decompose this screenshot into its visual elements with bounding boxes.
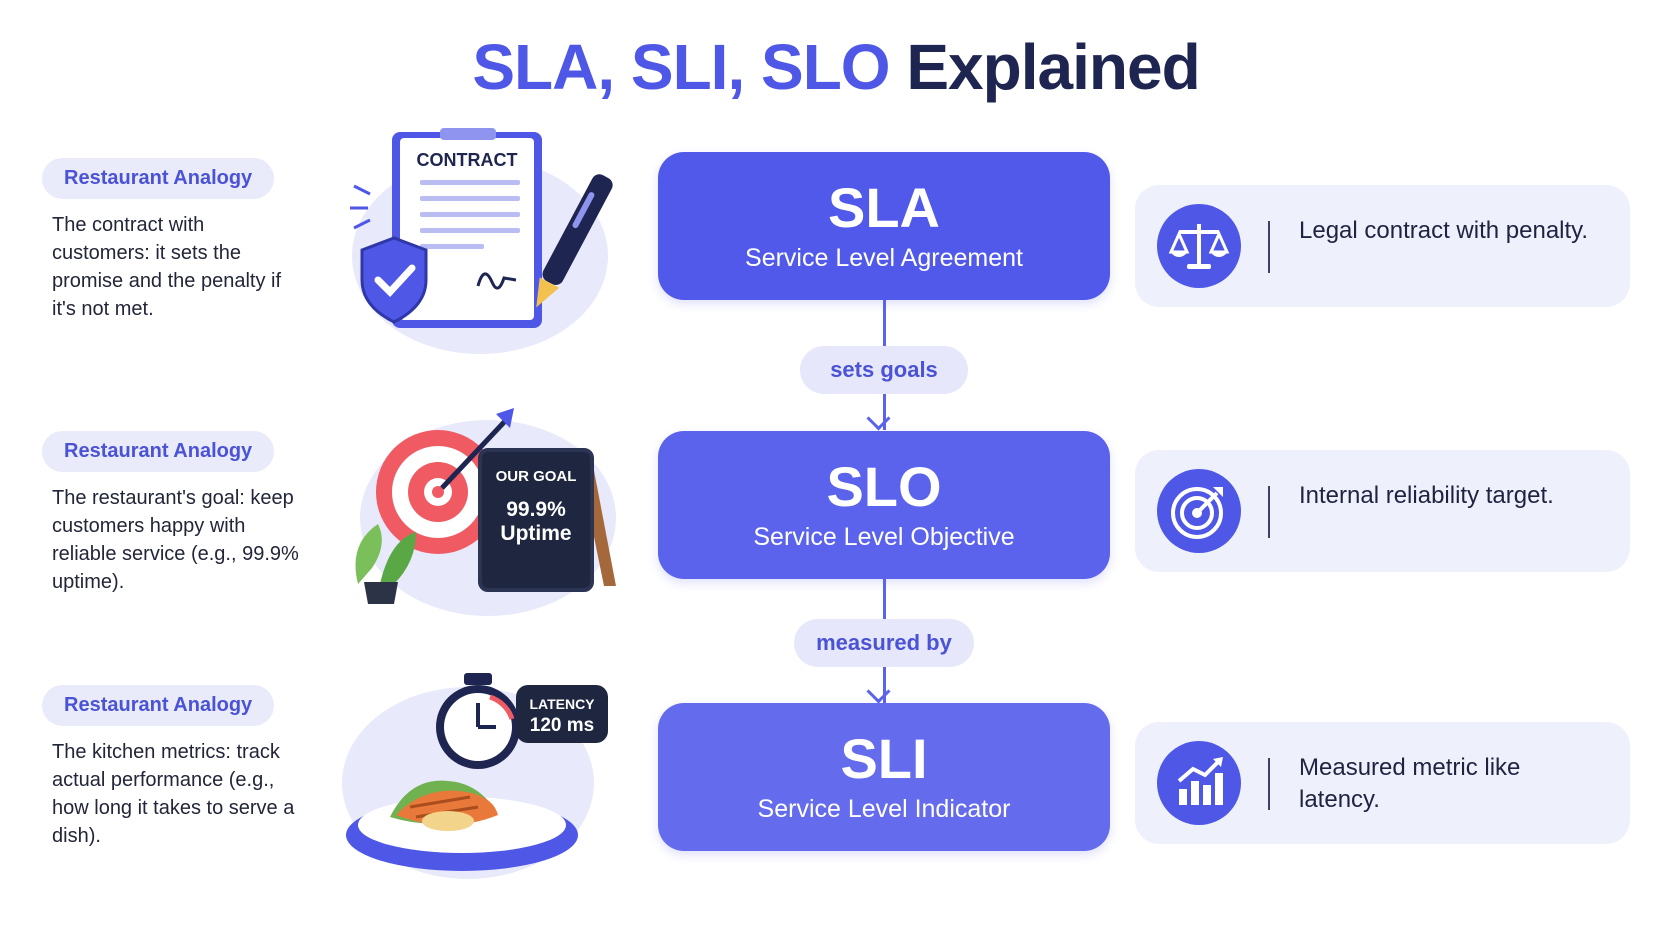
sla-description: Legal contract with penalty. — [1299, 217, 1589, 244]
latency-label: LATENCY — [529, 696, 595, 712]
arrow-down-icon — [866, 679, 891, 704]
arrow-down-icon — [866, 406, 891, 431]
connector-line — [883, 394, 886, 430]
slo-card: Internal reliability target. — [1135, 450, 1630, 572]
slo-block: SLO Service Level Objective — [658, 431, 1110, 579]
scale-icon — [1157, 204, 1241, 288]
contract-illustration: CONTRACT — [340, 128, 630, 358]
connector-line — [883, 667, 886, 703]
analogy-sli: Restaurant Analogy The kitchen metrics: … — [42, 685, 302, 850]
divider — [1268, 221, 1270, 273]
goal-metric: Uptime — [500, 522, 571, 545]
title-explained: Explained — [906, 31, 1200, 103]
target-illustration: OUR GOAL 99.9% Uptime — [340, 400, 630, 630]
goal-label: OUR GOAL — [496, 468, 577, 485]
sli-description: Measured metric like latency. — [1299, 754, 1521, 813]
sla-full-name: Service Level Agreement — [745, 244, 1023, 272]
kitchen-illustration: LATENCY 120 ms — [340, 665, 630, 895]
sli-card: Measured metric like latency. — [1135, 722, 1630, 844]
latency-value: 120 ms — [530, 715, 594, 736]
sla-block: SLA Service Level Agreement — [658, 152, 1110, 300]
title-acronyms: SLA, SLI, SLO — [472, 31, 890, 103]
analogy-label: Restaurant Analogy — [42, 431, 275, 472]
analogy-text: The kitchen metrics: track actual perfor… — [52, 741, 295, 847]
connector-sets-goals: sets goals — [800, 346, 968, 394]
analogy-label: Restaurant Analogy — [42, 158, 275, 199]
target-icon — [1157, 469, 1241, 553]
divider — [1268, 758, 1270, 810]
slo-abbr: SLO — [826, 455, 942, 518]
connector-measured-by: measured by — [794, 619, 974, 667]
analogy-text: The restaurant's goal: keep customers ha… — [52, 487, 299, 593]
analogy-text: The contract with customers: it sets the… — [52, 214, 282, 320]
analogy-slo: Restaurant Analogy The restaurant's goal… — [42, 431, 302, 596]
bar-chart-icon — [1157, 741, 1241, 825]
goal-value: 99.9% — [506, 498, 566, 521]
page-title: SLA, SLI, SLO Explained — [0, 30, 1672, 104]
slo-description: Internal reliability target. — [1299, 482, 1554, 509]
connector-line — [883, 579, 886, 619]
divider — [1268, 486, 1270, 538]
sla-abbr: SLA — [828, 176, 940, 239]
sli-full-name: Service Level Indicator — [757, 795, 1011, 823]
contract-label: CONTRACT — [417, 150, 518, 170]
sli-block: SLI Service Level Indicator — [658, 703, 1110, 851]
sli-abbr: SLI — [840, 727, 928, 790]
analogy-sla: Restaurant Analogy The contract with cus… — [42, 158, 302, 323]
sla-card: Legal contract with penalty. — [1135, 185, 1630, 307]
slo-full-name: Service Level Objective — [753, 523, 1015, 551]
analogy-label: Restaurant Analogy — [42, 685, 275, 726]
connector-line — [883, 300, 886, 346]
